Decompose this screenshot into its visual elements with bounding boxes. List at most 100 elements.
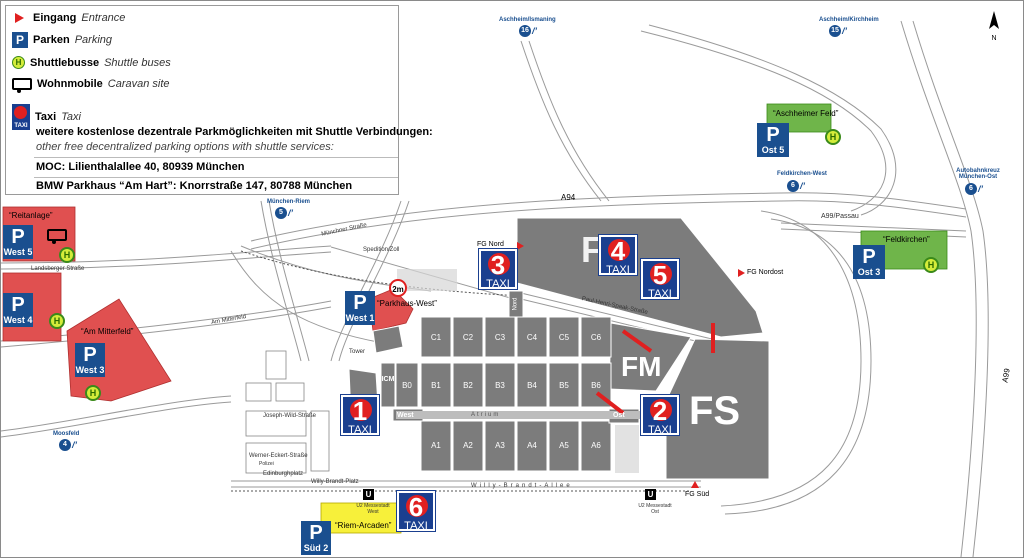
sbahn-icon-autobahnkreuz: 6/’	[965, 183, 983, 195]
road-riem-4	[338, 200, 410, 362]
legend-divider-2	[34, 177, 398, 178]
road-aschheim-edge2	[648, 24, 897, 216]
block-4	[245, 442, 307, 474]
hall-a1	[420, 420, 452, 472]
legend-more-en: other free decentralized parking options…	[36, 141, 334, 153]
legend-shuttle: H Shuttlebusse Shuttle buses	[12, 56, 171, 69]
shuttle-bus-icon-ost5[interactable]: H	[825, 129, 841, 145]
station-feldkirchen-west-label: Feldkirchen-West	[777, 171, 827, 177]
caravan-icon	[12, 78, 32, 93]
road-landsberger-label: Landsberger Straße	[31, 266, 85, 272]
hall-fn	[516, 217, 764, 338]
entrance-fg-nordost-label: FG Nordost	[747, 269, 784, 276]
hall-c5-label: C5	[558, 333, 570, 342]
entrance-triangle-icon	[15, 13, 24, 23]
hall-c4-label: C4	[526, 333, 538, 342]
hall-b3	[484, 362, 516, 408]
building-nord	[508, 290, 524, 318]
ubahn-west-label: U2 Messestadt West	[356, 503, 390, 515]
hall-b6-label: B6	[591, 381, 601, 390]
hall-b0-label: B0	[402, 381, 412, 390]
atrium-band	[396, 411, 646, 419]
building-west-label: West	[397, 412, 414, 419]
shuttle-bus-icon-west5[interactable]: H	[59, 247, 75, 263]
area-parkhaus-west-label: “Parkhaus-West”	[377, 299, 437, 308]
road-ismaning	[520, 40, 602, 202]
compass-label: N	[991, 35, 997, 42]
road-paul-henri-2	[520, 292, 742, 347]
hall-a1-label: A1	[431, 441, 441, 450]
legend-caravan-en: Caravan site	[107, 78, 170, 90]
block-6	[265, 350, 287, 380]
road-sw-1	[1, 395, 232, 432]
hall-a2-label: A2	[463, 441, 473, 450]
building-ost-label: Ost	[613, 412, 625, 419]
entrance-fg-nordost-icon[interactable]	[738, 269, 745, 277]
shuttle-bus-icon-west4[interactable]: H	[49, 313, 65, 329]
road-west-4	[1, 306, 332, 348]
legend-parking: P Parken Parking	[12, 32, 112, 48]
legend-divider-1	[34, 157, 398, 158]
entrance-bar-ost	[595, 391, 625, 415]
road-a94-label: A94	[561, 193, 576, 202]
compass-north-icon: N	[987, 11, 1001, 42]
area-reitanlage-label: “Reitanlage”	[9, 211, 53, 220]
road-willy-brandt-platz-label: Willy-Brandt-Platz	[311, 479, 359, 485]
hall-b4-label: B4	[527, 381, 537, 390]
road-joseph-wild-label: Joseph-Wild-Straße	[263, 413, 317, 419]
entrance-fg-nord-icon[interactable]	[517, 242, 524, 250]
block-5	[310, 410, 330, 472]
road-ring-east-2	[724, 218, 872, 515]
hall-c6-label: C6	[590, 333, 602, 342]
legend-parking-en: Parking	[74, 34, 112, 46]
station-muenchen-riem-label: München-Riem	[267, 199, 311, 205]
atrium-label: Atrium	[471, 412, 501, 418]
road-riem-1	[260, 200, 302, 362]
road-ismaning-2	[528, 40, 610, 202]
road-aschheim-edge1	[640, 30, 887, 212]
hall-fm-label: FM	[621, 351, 662, 382]
area-parkhaus-west	[368, 288, 414, 332]
hall-c1	[420, 316, 452, 358]
building-nordwest	[372, 325, 404, 354]
hall-c4	[516, 316, 548, 358]
road-riem-3	[330, 200, 402, 362]
road-west-2	[1, 251, 332, 270]
shuttle-bus-icon-ost3[interactable]: H	[923, 257, 939, 273]
block-2	[275, 382, 305, 402]
hall-a6-label: A6	[591, 441, 601, 450]
road-a99-passau-label: A99/Passau	[821, 213, 859, 220]
road-werner-eckert-label: Werner-Eckert-Straße	[249, 453, 308, 459]
entrance-fg-sued-icon[interactable]	[691, 481, 699, 488]
legend-taxi-en: Taxi	[61, 111, 81, 123]
road-a94-south-edge	[250, 200, 967, 250]
ubahn-icon-west: U	[363, 489, 374, 500]
taxi-icon: TAXI	[12, 104, 30, 130]
legend-panel: Eingang Entrance P Parken Parking H Shut…	[5, 5, 433, 195]
area-feldkirchen-label: “Feldkirchen”	[883, 235, 930, 244]
building-nord-label: Nord	[512, 297, 519, 311]
road-riem-2	[268, 200, 310, 362]
shuttle-bus-icon-west3[interactable]: H	[85, 385, 101, 401]
road-west-1	[1, 245, 332, 264]
block-1	[245, 382, 272, 402]
sbahn-icon-aschheim-kirchheim: 15/’	[829, 25, 847, 37]
sbahn-icon-feldkirchen-west: 6/’	[787, 180, 805, 192]
hall-b4	[516, 362, 548, 408]
entrance-fg-nord-label: FG Nord	[477, 241, 504, 248]
sbahn-icon-moosfeld: 4/’	[59, 439, 77, 451]
hall-a5-label: A5	[559, 441, 569, 450]
